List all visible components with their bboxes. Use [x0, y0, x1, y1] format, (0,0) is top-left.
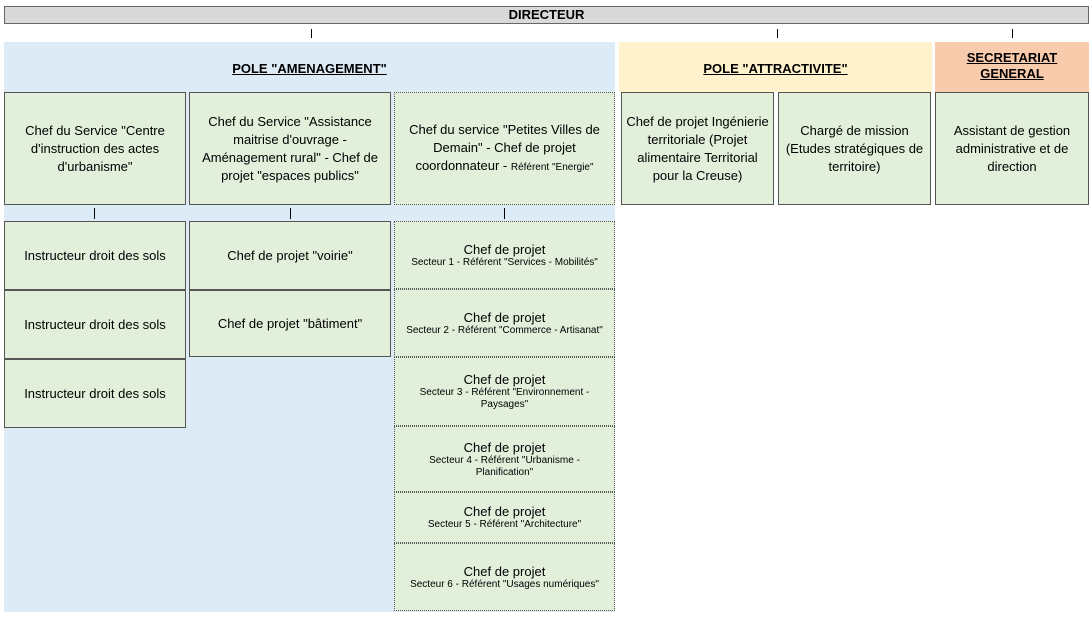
service-assistant: Assistant de gestion administrative et d…	[935, 92, 1089, 205]
secteur-desc: Secteur 2 - Référent "Commerce - Artisan…	[406, 324, 603, 336]
pole-secretariat-line1: SECRETARIAT	[966, 50, 1058, 65]
secteur-desc: Secteur 3 - Référent "Environnement - Pa…	[419, 387, 590, 410]
instructeur-label: Instructeur droit des sols	[24, 385, 166, 401]
pole-amenagement-title: POLE "AMENAGEMENT"	[232, 61, 387, 76]
secteur-title: Chef de projet	[463, 372, 546, 387]
secteur-desc: Secteur 6 - Référent "Usages numériques"	[410, 578, 599, 590]
secteur-box: Chef de projet Secteur 4 - Référent "Urb…	[394, 426, 615, 492]
service-charge-mission-label: Chargé de mission (Etudes stratégiques d…	[785, 122, 924, 174]
director-bar: DIRECTEUR	[4, 6, 1089, 24]
connector-tick	[1012, 29, 1013, 38]
service-ingenierie-label: Chef de projet Ingénierie territoriale (…	[626, 113, 769, 183]
service-pvd-main: Chef du service "Petites Villes de Demai…	[409, 121, 600, 173]
chef-projet-voirie-label: Chef de projet "voirie"	[227, 247, 353, 263]
service-assistance-label: Chef du Service "Assistance maitrise d'o…	[202, 113, 378, 183]
secteur-title: Chef de projet	[463, 504, 546, 519]
chef-projet-voirie: Chef de projet "voirie"	[189, 221, 391, 290]
instructeur-label: Instructeur droit des sols	[24, 247, 166, 263]
connector-tick	[94, 208, 95, 219]
pole-attractivite-area	[619, 42, 932, 92]
secteur-title: Chef de projet	[463, 439, 546, 455]
connector-tick	[290, 208, 291, 219]
connector-tick	[777, 29, 778, 38]
service-pvd-label: Chef du service "Petites Villes de Demai…	[399, 121, 610, 177]
instructeur-box: Instructeur droit des sols	[4, 221, 186, 290]
secteur-box: Chef de projet Secteur 6 - Référent "Usa…	[394, 543, 615, 611]
service-ingenierie: Chef de projet Ingénierie territoriale (…	[621, 92, 774, 205]
service-assistance: Chef du Service "Assistance maitrise d'o…	[189, 92, 391, 205]
chef-projet-batiment: Chef de projet "bâtiment"	[189, 290, 391, 357]
secteur-box: Chef de projet Secteur 5 - Référent "Arc…	[394, 492, 615, 543]
secteur-title: Chef de projet	[463, 241, 546, 257]
instructeur-label: Instructeur droit des sols	[24, 316, 166, 332]
secteur-desc: Secteur 5 - Référent "Architecture"	[427, 519, 582, 530]
service-assistant-label: Assistant de gestion administrative et d…	[953, 122, 1071, 174]
pole-secretariat-title: SECRETARIAT GENERAL	[935, 50, 1089, 82]
instructeur-box: Instructeur droit des sols	[4, 359, 186, 428]
secteur-title: Chef de projet	[463, 309, 546, 325]
secteur-title: Chef de projet	[463, 563, 546, 579]
pole-attractivite-title: POLE "ATTRACTIVITE"	[703, 61, 848, 76]
chef-projet-batiment-label: Chef de projet "bâtiment"	[217, 315, 363, 331]
secteur-box: Chef de projet Secteur 3 - Référent "Env…	[394, 357, 615, 426]
service-charge-mission: Chargé de mission (Etudes stratégiques d…	[778, 92, 931, 205]
service-pvd: Chef du service "Petites Villes de Demai…	[394, 92, 615, 205]
secteur-desc: Secteur 4 - Référent "Urbanisme - Planif…	[429, 454, 580, 478]
pole-secretariat-line2: GENERAL	[980, 66, 1044, 81]
secteur-desc: Secteur 1 - Référent "Services - Mobilit…	[411, 256, 598, 268]
service-pvd-small: Référent "Energie"	[510, 161, 594, 173]
connector-tick	[504, 208, 505, 219]
instructeur-box: Instructeur droit des sols	[4, 290, 186, 359]
secteur-box: Chef de projet Secteur 2 - Référent "Com…	[394, 289, 615, 357]
pole-secretariat-area	[935, 42, 1089, 92]
service-urbanisme-label: Chef du Service "Centre d'instruction de…	[25, 122, 165, 174]
service-urbanisme: Chef du Service "Centre d'instruction de…	[4, 92, 186, 205]
connector-tick	[311, 29, 312, 38]
secteur-box: Chef de projet Secteur 1 - Référent "Ser…	[394, 221, 615, 289]
